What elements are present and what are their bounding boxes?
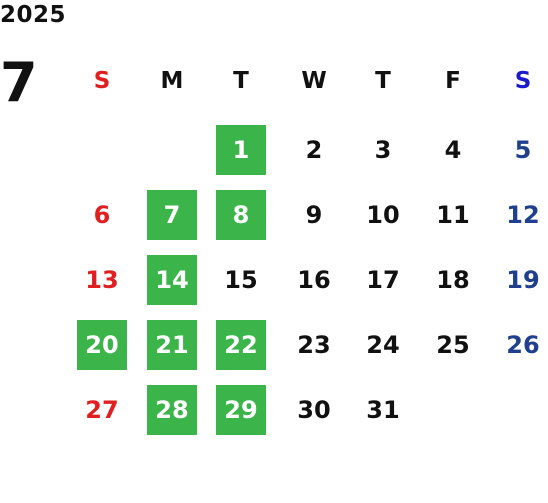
month-label: 7 bbox=[0, 51, 38, 114]
weekday-thursday: T bbox=[375, 68, 391, 94]
day-31[interactable]: 31 bbox=[366, 396, 400, 424]
day-15[interactable]: 15 bbox=[224, 266, 258, 294]
day-14[interactable]: 14 bbox=[147, 255, 197, 305]
day-16[interactable]: 16 bbox=[297, 266, 331, 294]
day-9[interactable]: 9 bbox=[305, 201, 323, 229]
day-13[interactable]: 13 bbox=[85, 266, 119, 294]
day-20[interactable]: 20 bbox=[77, 320, 127, 370]
day-8[interactable]: 8 bbox=[216, 190, 266, 240]
day-21[interactable]: 21 bbox=[147, 320, 197, 370]
day-17[interactable]: 17 bbox=[366, 266, 400, 294]
day-29[interactable]: 29 bbox=[216, 385, 266, 435]
weekday-friday: F bbox=[445, 68, 461, 94]
day-22[interactable]: 22 bbox=[216, 320, 266, 370]
day-18[interactable]: 18 bbox=[436, 266, 470, 294]
weekday-wednesday: W bbox=[301, 68, 327, 94]
day-27[interactable]: 27 bbox=[85, 396, 119, 424]
day-26[interactable]: 26 bbox=[506, 331, 540, 359]
day-3[interactable]: 3 bbox=[374, 136, 392, 164]
day-10[interactable]: 10 bbox=[366, 201, 400, 229]
day-28[interactable]: 28 bbox=[147, 385, 197, 435]
year-label: 2025 bbox=[0, 2, 67, 28]
day-25[interactable]: 25 bbox=[436, 331, 470, 359]
day-7[interactable]: 7 bbox=[147, 190, 197, 240]
weekday-saturday: S bbox=[514, 68, 532, 94]
day-6[interactable]: 6 bbox=[93, 201, 111, 229]
day-19[interactable]: 19 bbox=[506, 266, 540, 294]
weekday-sunday: S bbox=[93, 68, 111, 94]
day-4[interactable]: 4 bbox=[444, 136, 462, 164]
day-24[interactable]: 24 bbox=[366, 331, 400, 359]
weekday-tuesday: T bbox=[233, 68, 249, 94]
day-12[interactable]: 12 bbox=[506, 201, 540, 229]
day-30[interactable]: 30 bbox=[297, 396, 331, 424]
day-23[interactable]: 23 bbox=[297, 331, 331, 359]
weekday-monday: M bbox=[160, 68, 184, 94]
day-2[interactable]: 2 bbox=[305, 136, 323, 164]
day-5[interactable]: 5 bbox=[514, 136, 532, 164]
day-1[interactable]: 1 bbox=[216, 125, 266, 175]
day-11[interactable]: 11 bbox=[436, 201, 470, 229]
